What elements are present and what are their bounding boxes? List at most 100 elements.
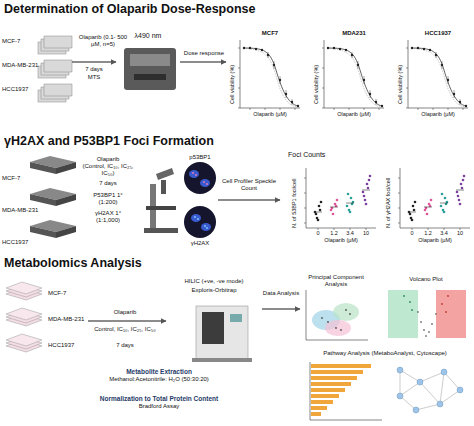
foci-plots — [304, 168, 470, 230]
mass-spectrometer-icon — [192, 306, 252, 362]
cell-stack-icons — [44, 84, 72, 96]
tick-label: 0 — [311, 230, 325, 236]
mass-spectrometer: HILIC (+ve, -ve mode)Exploris-Orbitrap — [166, 274, 262, 366]
antibody-note: (1:1,000) — [80, 217, 136, 224]
cell-stack-icons — [44, 60, 72, 72]
cell-slab-icons — [30, 194, 56, 206]
flow-arrow — [262, 308, 300, 309]
volcano-plot — [403, 295, 405, 297]
node-label: Volcano Plot — [382, 276, 470, 283]
plate-reader-icon — [134, 74, 166, 80]
node-label: p53BP1 — [180, 154, 220, 161]
pca-plot — [345, 309, 347, 311]
step-note: 7 days — [74, 66, 114, 73]
node-label: Pathway Analysis (MetaboAnalyst, Cytosca… — [300, 350, 470, 357]
pathway-bars — [311, 394, 339, 398]
fluorescence-images — [200, 179, 210, 187]
fluorescence-images — [184, 206, 216, 238]
volcano-plot — [428, 331, 430, 333]
node-label: HCC1937 — [408, 30, 468, 37]
plate-reader-icon — [130, 54, 170, 66]
fluorescence-images — [191, 214, 201, 222]
dose-response-plots — [238, 40, 300, 110]
step-note: MTS — [74, 74, 114, 81]
volcano-plot — [441, 303, 443, 305]
pathway-bars — [311, 376, 357, 380]
plate-reader-icon — [124, 48, 176, 90]
fluorescence-images — [194, 216, 196, 218]
cell-slab-icons — [30, 226, 56, 238]
volcano-plot — [431, 323, 433, 325]
volcano-plot — [445, 311, 447, 313]
mass-spectrometer-icon — [230, 314, 242, 322]
volcano-plot — [425, 335, 427, 337]
treatment-note: 7 days — [80, 180, 136, 187]
pathway-panel: Pathway Analysis (MetaboAnalyst, Cytosca… — [300, 350, 470, 424]
node-label: HCC1937 — [48, 342, 74, 349]
foci-plot: N. of γH2AX foci/cell — [382, 162, 472, 250]
pathway-network — [397, 367, 463, 413]
axis-title: Cell viability (%) — [313, 65, 319, 104]
volcano-plot — [441, 295, 449, 313]
pathway-bars — [311, 406, 327, 410]
microscope-icon — [146, 206, 176, 210]
pca-panel: Principal Component Analysis — [300, 274, 372, 344]
treatment-note: (Control, IC₁₀, IC₂₅, IC₅₀) — [80, 163, 136, 177]
volcano-plot — [417, 311, 419, 313]
antibody-note: (1:200) — [80, 199, 136, 206]
volcano-plot — [423, 329, 425, 331]
pathway-network — [417, 379, 423, 385]
section-title: γH2AX and P53BP1 Foci Formation — [4, 134, 214, 148]
axis-title: Olaparib (µM) — [240, 111, 300, 117]
node-label: MDA-MB-231 — [2, 207, 38, 214]
tick-label: 3.4 — [437, 230, 451, 236]
microscope-icon — [161, 180, 166, 194]
microscope-icon — [144, 228, 178, 233]
pathway-network — [413, 407, 419, 413]
node-label: N. of 53BP1 foci/cell — [291, 178, 297, 228]
axis-title: Olaparib (µM) — [400, 237, 470, 243]
pca-plot — [349, 313, 351, 315]
node-label: γH2AX — [180, 240, 220, 247]
edge-label: Dose response — [182, 50, 226, 57]
cell-stack-icons — [38, 36, 72, 102]
method-heading: Normalization to Total Protein Content — [84, 395, 234, 402]
node-label: MCF-7 — [2, 175, 20, 182]
volcano-plot — [436, 290, 466, 338]
pca-plot — [335, 327, 337, 329]
pca-plot — [306, 290, 368, 340]
pathway-network — [397, 367, 403, 373]
treatment-note: Olaparib — [80, 156, 136, 163]
pca-plot — [325, 320, 351, 336]
pca-plot — [306, 290, 368, 340]
fluorescence-images — [206, 183, 208, 185]
flow-arrow — [218, 199, 280, 200]
fluorescence-images — [184, 162, 216, 194]
treatment-note: Olaparib — [90, 309, 160, 316]
fluorescence-images — [189, 170, 199, 178]
edge-label: Data Analysis — [262, 290, 300, 297]
culture-plate-icons — [6, 282, 42, 294]
node-label: MDA231 — [324, 30, 384, 37]
treatment-note: 7 days — [90, 342, 160, 349]
node-label: HCC1937 — [2, 86, 28, 93]
microscope-icon — [144, 168, 178, 233]
fluorescence-images — [203, 181, 205, 183]
tick-label: 3.4 — [343, 230, 357, 236]
volcano-plot — [409, 301, 411, 303]
pca-plot — [327, 321, 329, 323]
foci-panel: Foci CountsN. of 53BP1 foci/cellN. of γH… — [280, 150, 472, 252]
pca-plot — [340, 329, 342, 331]
pathway-bars — [310, 362, 382, 420]
fluorescence-images — [194, 216, 208, 229]
pca-plot — [333, 303, 359, 321]
pathway-bars — [310, 362, 382, 420]
dose-response-plots — [238, 40, 468, 110]
node-label: HILIC (+ve, -ve mode) — [166, 278, 262, 285]
fluorescence-images — [201, 223, 211, 231]
method-note: Bradford Assay — [84, 403, 234, 410]
dose-response-plots — [406, 40, 468, 110]
pathway-network — [400, 370, 460, 410]
